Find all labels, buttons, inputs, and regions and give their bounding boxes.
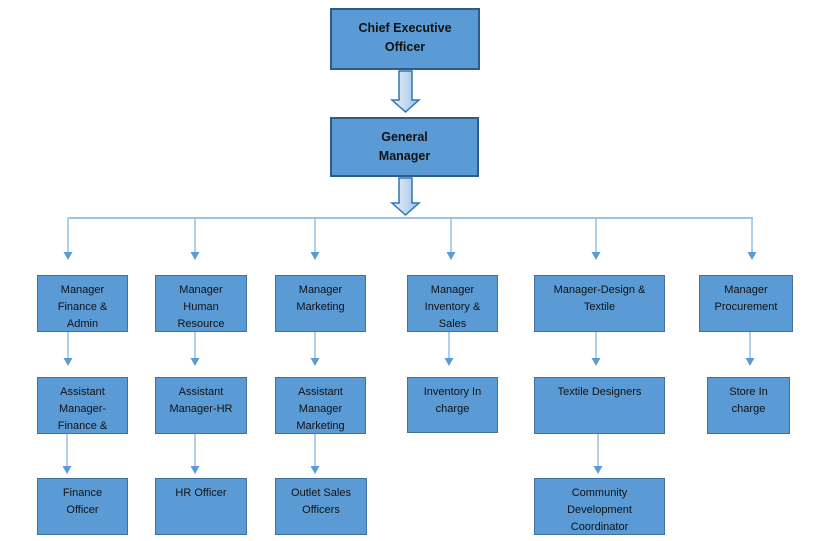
connector-assistant-to-officer-4 (593, 434, 603, 474)
node-community-development-coordinator: Community Development Coordinator (534, 478, 665, 535)
connector-manager-to-assistant-3 (310, 332, 320, 366)
connector-assistant-to-officer-2 (190, 434, 200, 474)
node-general-manager: General Manager (330, 117, 479, 177)
node-outlet-sales-officers: Outlet Sales Officers (275, 478, 367, 535)
node-manager-procurement: Manager Procurement (699, 275, 793, 332)
connector-manager-to-assistant-5 (591, 332, 601, 366)
node-assistant-manager-marketing: Assistant Manager Marketing (275, 377, 366, 434)
connector-branch-to-manager-4 (446, 218, 456, 260)
node-finance-officer: Finance Officer (37, 478, 128, 535)
node-store-in-charge: Store In charge (707, 377, 790, 434)
node-manager-marketing: Manager Marketing (275, 275, 366, 332)
connector-manager-to-assistant-2 (190, 332, 200, 366)
node-assistant-manager-hr: Assistant Manager-HR (155, 377, 247, 434)
connector-manager-to-assistant-1 (63, 332, 73, 366)
connector-assistant-to-officer-1 (62, 434, 72, 474)
connector-manager-to-assistant-6 (745, 332, 755, 366)
node-hr-officer: HR Officer (155, 478, 247, 535)
node-chief-executive-officer: Chief Executive Officer (330, 8, 480, 70)
node-manager-finance-admin: Manager Finance & Admin (37, 275, 128, 332)
connector-branch-to-manager-6 (747, 218, 757, 260)
block-arrow-ceo-to-gm (390, 70, 421, 114)
node-assistant-manager-finance: Assistant Manager- Finance & (37, 377, 128, 434)
node-manager-inventory-sales: Manager Inventory & Sales (407, 275, 498, 332)
connector-branch-to-manager-2 (190, 218, 200, 260)
connector-branch-to-manager-3 (310, 218, 320, 260)
connector-branch-to-manager-1 (63, 218, 73, 260)
connector-branch-to-manager-5 (591, 218, 601, 260)
connector-assistant-to-officer-3 (310, 434, 320, 474)
block-arrow-gm-to-branch (390, 177, 421, 217)
node-inventory-in-charge: Inventory In charge (407, 377, 498, 433)
connector-manager-to-assistant-4 (444, 332, 454, 366)
node-manager-human-resource: Manager Human Resource (155, 275, 247, 332)
node-textile-designers: Textile Designers (534, 377, 665, 434)
node-manager-design-textile: Manager-Design & Textile (534, 275, 665, 332)
